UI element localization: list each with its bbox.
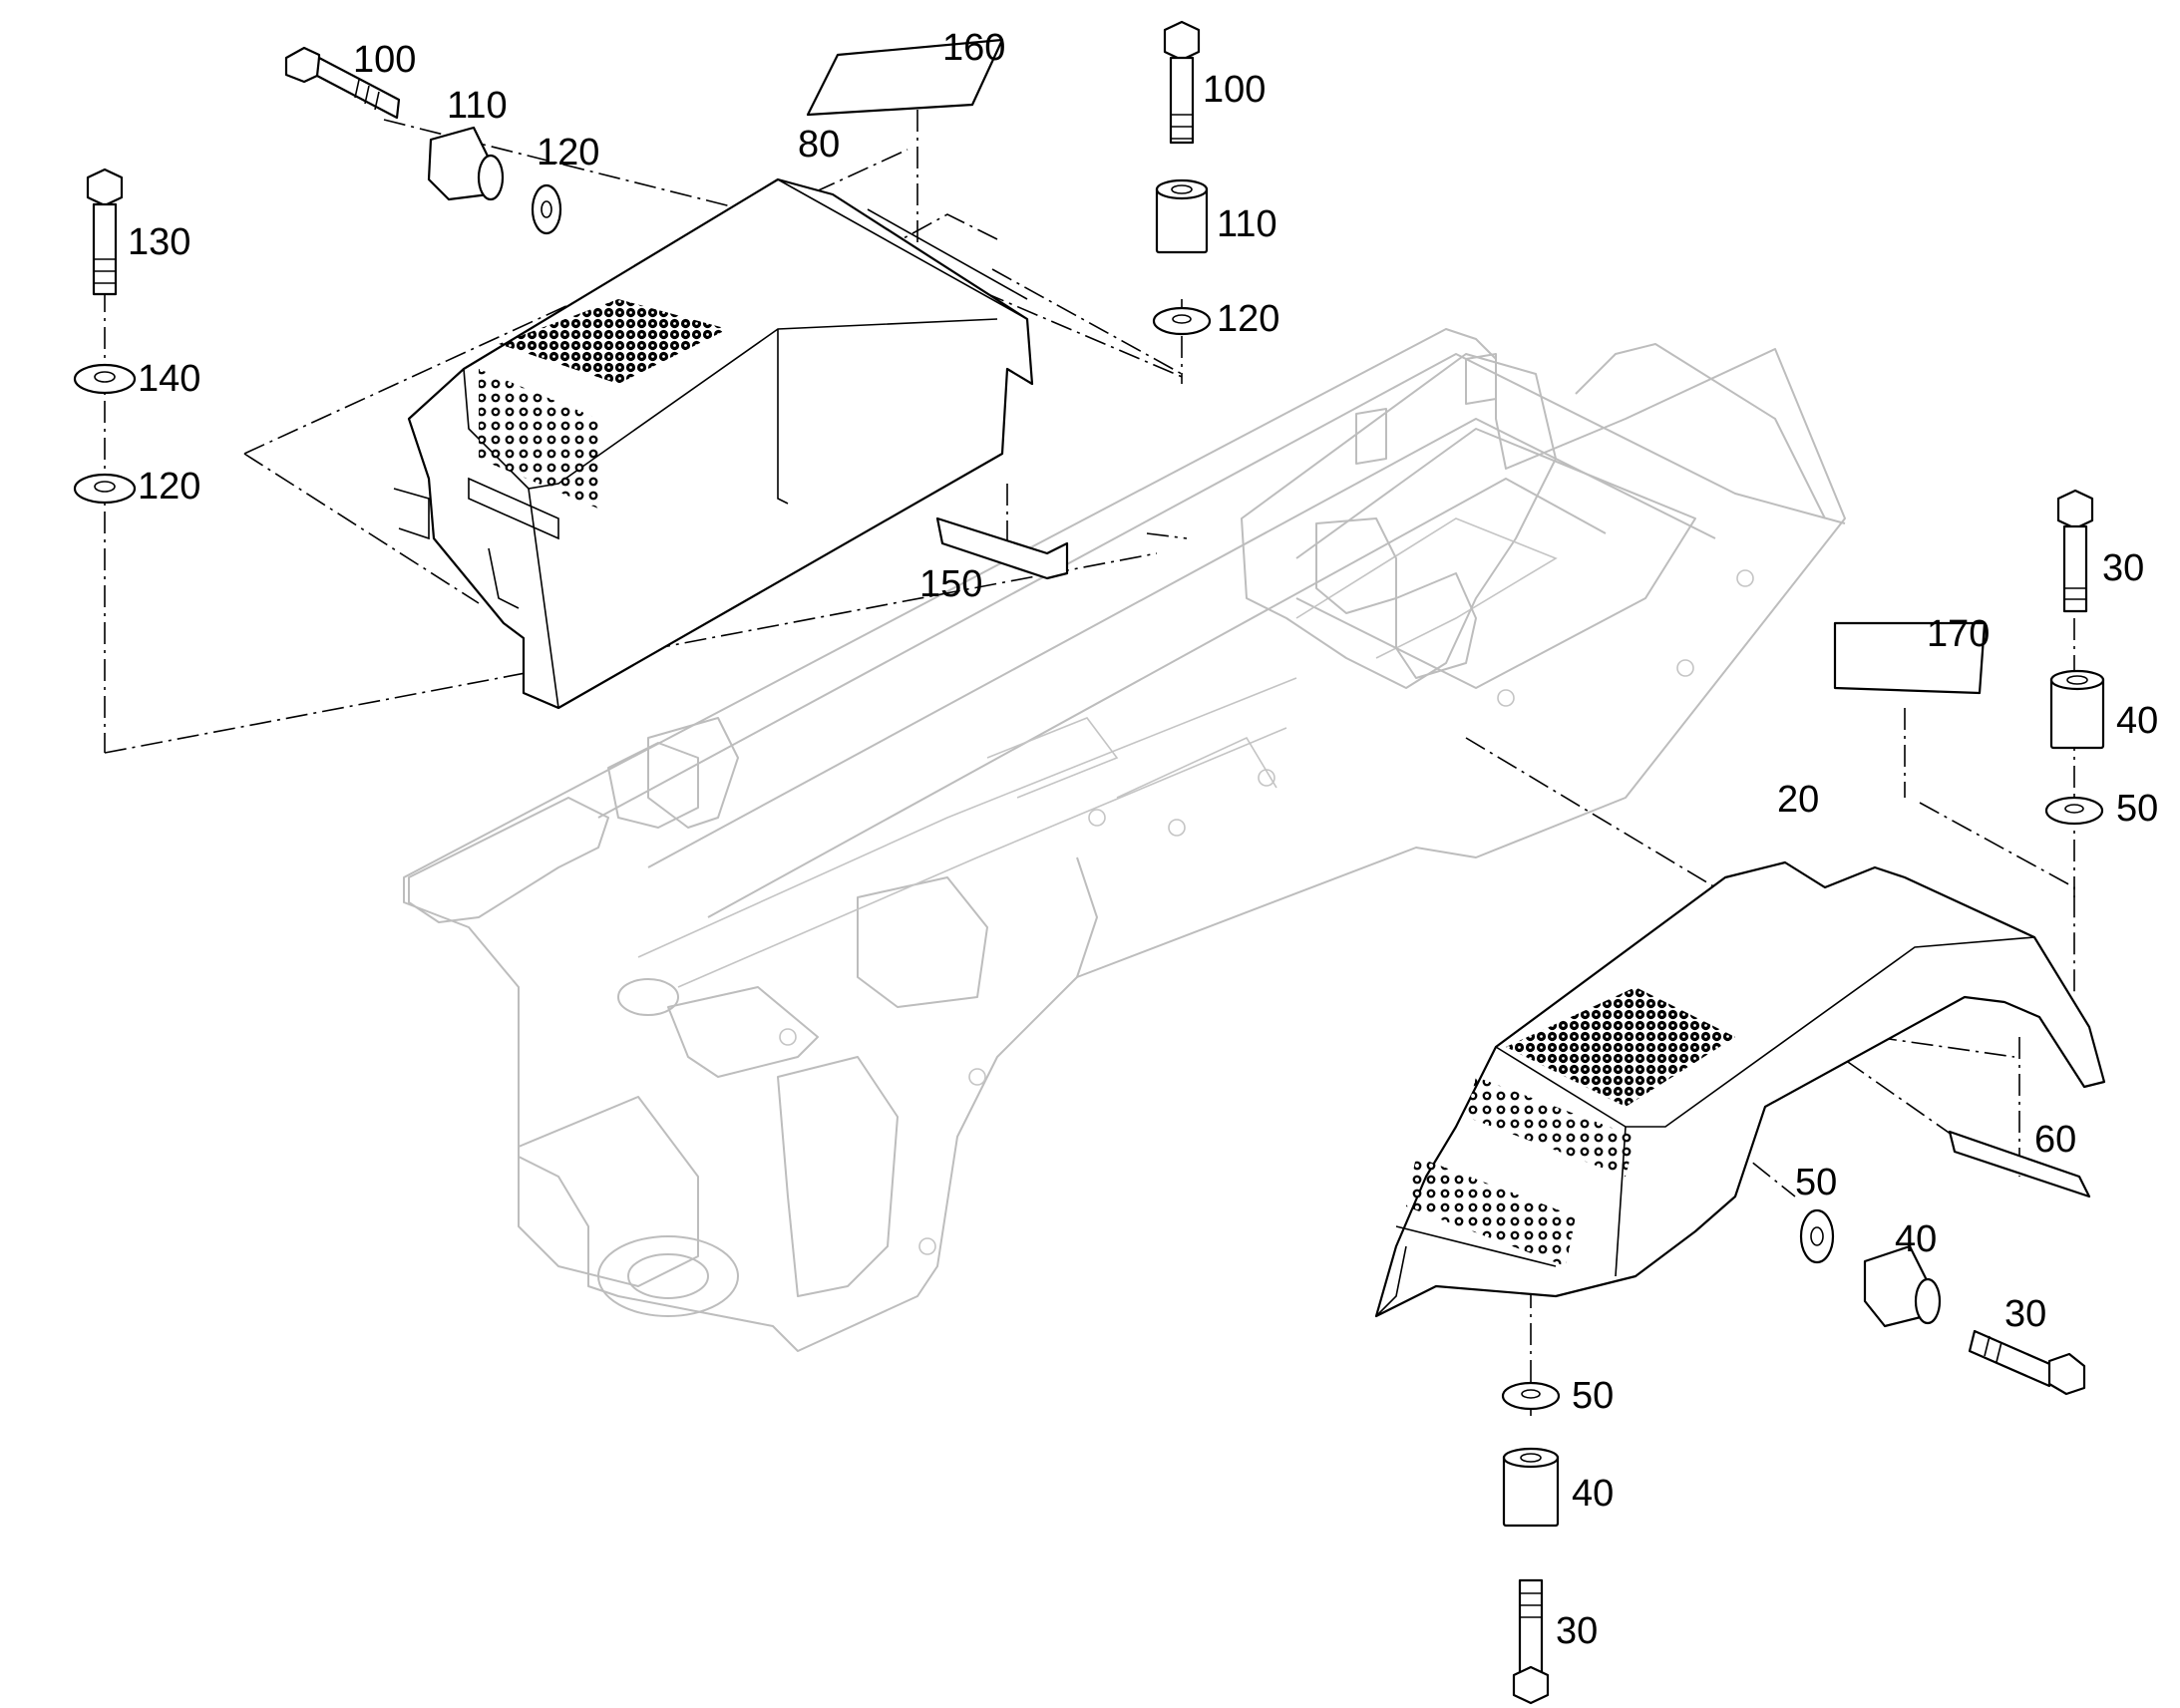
callout-100-b: 100 xyxy=(1203,69,1266,111)
bolt-100-a[interactable] xyxy=(284,46,401,120)
callout-20: 20 xyxy=(1777,779,1819,821)
callout-50-a: 50 xyxy=(2116,788,2158,830)
callout-40-c: 40 xyxy=(1572,1473,1614,1515)
callout-50-c: 50 xyxy=(1572,1375,1614,1417)
label-170[interactable] xyxy=(1833,621,1987,695)
callout-60: 60 xyxy=(2034,1119,2076,1161)
strip-60[interactable] xyxy=(1948,1130,2091,1198)
callout-120-a: 120 xyxy=(537,132,599,173)
spacer-110-b[interactable] xyxy=(1155,178,1209,254)
strip-150[interactable] xyxy=(935,516,1069,580)
bolt-130[interactable] xyxy=(86,168,124,296)
washer-50-c[interactable] xyxy=(1501,1381,1561,1411)
callout-120-c: 120 xyxy=(1217,298,1279,340)
cover-20[interactable] xyxy=(1374,860,2106,1318)
callout-40-a: 40 xyxy=(2116,700,2158,742)
callout-110-a: 110 xyxy=(447,85,508,127)
washer-120-a[interactable] xyxy=(531,183,562,235)
cover-80-perforation-top xyxy=(499,299,728,384)
callout-30-b: 30 xyxy=(2004,1293,2046,1335)
bolt-30-a[interactable] xyxy=(2056,489,2094,613)
callout-130: 130 xyxy=(128,221,190,263)
assembly-center-lines xyxy=(104,110,2075,1416)
bolt-30-c[interactable] xyxy=(1512,1578,1550,1705)
washer-140[interactable] xyxy=(73,363,137,395)
callout-50-b: 50 xyxy=(1795,1162,1837,1203)
callout-140: 140 xyxy=(138,358,200,400)
washer-50-a[interactable] xyxy=(2044,796,2104,826)
cover-20-perforation-low xyxy=(1406,1157,1576,1266)
spacer-40-c[interactable] xyxy=(1502,1447,1560,1528)
spacer-110-a[interactable] xyxy=(427,126,505,201)
callout-100-a: 100 xyxy=(353,39,416,81)
spacer-40-a[interactable] xyxy=(2049,669,2105,750)
callout-80: 80 xyxy=(798,124,840,166)
spacer-40-b[interactable] xyxy=(1863,1244,1942,1328)
cover-20-perforation-mid xyxy=(1466,1077,1635,1177)
machine-frame xyxy=(403,328,1846,1352)
callout-150: 150 xyxy=(919,563,982,605)
washer-120-b[interactable] xyxy=(73,473,137,505)
washer-120-c[interactable] xyxy=(1152,306,1212,336)
callout-110-b: 110 xyxy=(1217,203,1277,245)
callout-170: 170 xyxy=(1927,613,1990,655)
bolt-100-b[interactable] xyxy=(1163,20,1201,145)
callout-40-b: 40 xyxy=(1895,1218,1937,1260)
cover-20-perforation-top xyxy=(1506,987,1735,1107)
callout-160: 160 xyxy=(942,27,1005,69)
callout-120-b: 120 xyxy=(138,466,200,508)
cover-80-perforation-front xyxy=(479,369,598,509)
label-160[interactable] xyxy=(806,38,1004,117)
washer-50-b[interactable] xyxy=(1799,1208,1835,1264)
bolt-30-b[interactable] xyxy=(1968,1329,2086,1396)
cover-80[interactable] xyxy=(393,177,1034,710)
callout-30-c: 30 xyxy=(1556,1610,1598,1652)
callout-30-a: 30 xyxy=(2102,547,2144,589)
